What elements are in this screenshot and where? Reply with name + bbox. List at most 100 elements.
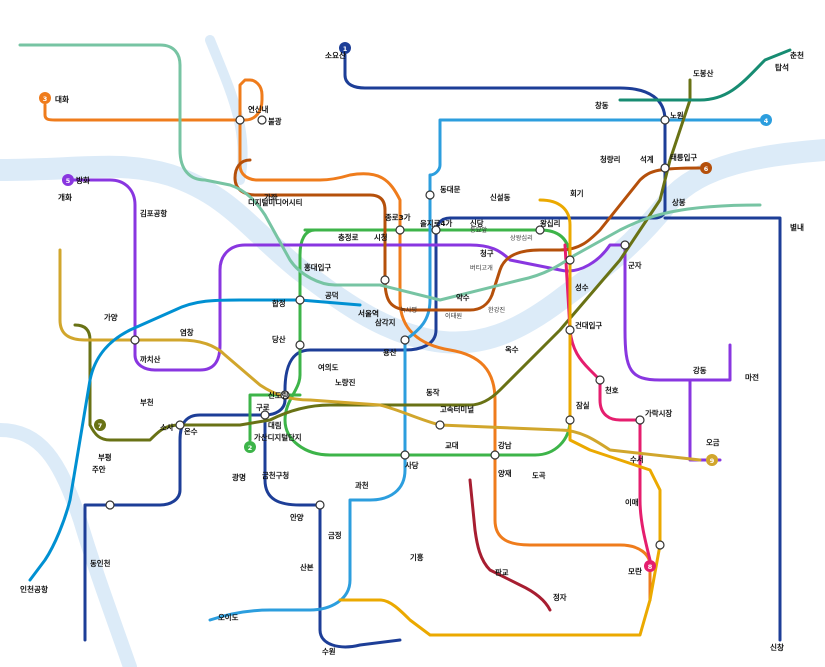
label-byeollae[interactable]: 별내 <box>790 222 804 232</box>
label-seoul-main[interactable]: 서울역 <box>358 308 379 318</box>
label-guro[interactable]: 구로 <box>256 403 270 412</box>
label-daehwa[interactable]: 대화 <box>55 94 69 104</box>
label-kkachisan[interactable]: 까치산 <box>140 355 161 364</box>
label-konkuk[interactable]: 건대입구 <box>575 321 602 330</box>
gyeongchun-path[interactable] <box>618 48 792 102</box>
line5-east[interactable] <box>658 378 722 462</box>
label-oksu[interactable]: 옥수 <box>505 345 519 354</box>
label-gwacheon[interactable]: 과천 <box>355 481 369 490</box>
label-sangwangsimni[interactable]: 상왕십리 <box>510 234 533 242</box>
label-jongno3ga[interactable]: 종로3가 <box>385 213 411 222</box>
label-cheongnyangni[interactable]: 청량리 <box>600 155 620 164</box>
label-dangsan[interactable]: 당산 <box>272 335 286 344</box>
label-sinseol[interactable]: 신설동 <box>490 193 511 202</box>
line1-path[interactable] <box>83 53 667 642</box>
label-gaehwa[interactable]: 개화 <box>58 192 72 202</box>
label-chuncheon[interactable]: 춘천 <box>790 50 804 60</box>
label-eulji4ga[interactable]: 을지로4가 <box>420 219 453 228</box>
label-geumcheon[interactable]: 금천구청 <box>262 471 289 480</box>
label-samgakji[interactable]: 삼각지 <box>375 318 395 327</box>
label-sosa[interactable]: 소사 <box>160 423 174 432</box>
label-sindorim[interactable]: 신도림 <box>268 391 288 400</box>
label-nowon[interactable]: 노원 <box>670 111 684 120</box>
label-imae[interactable]: 이매 <box>625 498 639 507</box>
label-pangyo[interactable]: 판교 <box>495 568 509 577</box>
label-chang-dong[interactable]: 창동 <box>595 101 609 110</box>
line3-path[interactable] <box>43 78 652 602</box>
label-jamsil[interactable]: 잠실 <box>576 401 590 410</box>
label-hapjeong[interactable]: 합정 <box>272 299 286 308</box>
label-oido[interactable]: 오이도 <box>218 613 239 622</box>
label-yeouido[interactable]: 여의도 <box>318 363 339 372</box>
label-soyosan[interactable]: 소요산 <box>325 50 346 60</box>
label-yaksu[interactable]: 약수 <box>456 293 470 302</box>
label-seokgye[interactable]: 석계 <box>640 155 654 164</box>
label-onsu[interactable]: 온수 <box>184 427 198 436</box>
label-gimpo-airport[interactable]: 김포공항 <box>140 209 167 218</box>
line9-path[interactable] <box>58 248 702 462</box>
label-dongincheon[interactable]: 동인천 <box>90 559 111 568</box>
label-dogok[interactable]: 도곡 <box>532 471 546 480</box>
label-cheonho[interactable]: 천호 <box>605 386 619 395</box>
label-gangdong[interactable]: 강동 <box>693 366 707 375</box>
label-gasan[interactable]: 가산디지털단지 <box>254 433 302 442</box>
label-sinchang[interactable]: 신창 <box>770 642 784 652</box>
label-suwon[interactable]: 수원 <box>322 647 336 656</box>
shinbundang-path[interactable] <box>468 478 552 612</box>
label-yangjae[interactable]: 양재 <box>498 469 512 478</box>
label-hoegi[interactable]: 회기 <box>570 189 584 198</box>
label-anyang[interactable]: 안양 <box>290 513 304 522</box>
label-ogeum[interactable]: 오금 <box>706 438 720 447</box>
label-juan[interactable]: 주안 <box>92 465 106 474</box>
line1-east[interactable] <box>663 216 782 642</box>
line8-path[interactable] <box>563 243 652 562</box>
label-seongsu[interactable]: 성수 <box>575 283 589 292</box>
label-gajwa[interactable]: 가좌 <box>264 193 278 202</box>
label-majeon[interactable]: 마전 <box>745 372 759 382</box>
label-incheon-airport[interactable]: 인천공항 <box>20 584 48 594</box>
label-daerim[interactable]: 대림 <box>268 421 282 430</box>
line4-path[interactable] <box>208 118 762 622</box>
label-tapseok[interactable]: 탑석 <box>775 62 789 72</box>
label-hongik[interactable]: 홍대입구 <box>304 263 331 272</box>
label-suseo[interactable]: 수서 <box>630 455 644 464</box>
label-itaewon[interactable]: 이태원 <box>445 312 462 320</box>
label-express-terminal[interactable]: 고속터미널 <box>440 405 474 414</box>
label-garak[interactable]: 가락시장 <box>645 409 672 418</box>
label-taereung[interactable]: 태릉입구 <box>670 153 697 162</box>
label-noksapyeong[interactable]: 녹사평 <box>400 306 417 314</box>
label-dobongsan[interactable]: 도봉산 <box>693 69 714 78</box>
label-gyodae[interactable]: 교대 <box>445 441 459 450</box>
label-city-hall[interactable]: 시청 <box>374 233 388 242</box>
label-gunja[interactable]: 군자 <box>628 261 642 270</box>
line5-path[interactable] <box>68 178 732 382</box>
label-sindang[interactable]: 신당 <box>470 219 484 228</box>
label-giheung[interactable]: 기흥 <box>410 553 424 562</box>
label-sanbon[interactable]: 산본 <box>300 563 314 572</box>
label-gangnam[interactable]: 강남 <box>498 441 512 450</box>
label-moran[interactable]: 모란 <box>628 566 642 576</box>
label-sadang[interactable]: 사당 <box>405 461 419 470</box>
label-hangangjin[interactable]: 한강진 <box>488 306 505 314</box>
label-gongdeok[interactable]: 공덕 <box>325 291 339 300</box>
label-yeomchang[interactable]: 염창 <box>180 328 194 337</box>
label-digital-media[interactable]: 디지털미디어시티 <box>248 198 302 207</box>
label-jeongja[interactable]: 정자 <box>553 593 567 602</box>
gyeongui-path[interactable] <box>18 43 762 302</box>
label-bucheon[interactable]: 부천 <box>140 398 154 407</box>
label-dongmyo[interactable]: 동묘앞 <box>470 226 487 234</box>
label-yeonsinnae[interactable]: 연신내 <box>248 105 269 114</box>
label-gayang[interactable]: 가양 <box>104 313 118 322</box>
label-dongdaemun[interactable]: 동대문 <box>440 185 461 194</box>
label-wangsimni[interactable]: 왕십리 <box>540 219 560 228</box>
label-bulgwang[interactable]: 불광 <box>268 117 282 126</box>
label-gwangmyeong[interactable]: 광명 <box>232 472 246 482</box>
label-noryangjin[interactable]: 노량진 <box>335 378 356 387</box>
label-sangbong[interactable]: 상봉 <box>672 198 686 207</box>
label-chungjeongno[interactable]: 충정로 <box>338 233 359 242</box>
label-beotigogae[interactable]: 버티고개 <box>470 264 493 272</box>
label-bupyeong[interactable]: 부평 <box>98 453 112 462</box>
label-yongsan[interactable]: 용산 <box>383 348 397 357</box>
arex-path[interactable] <box>28 298 362 582</box>
label-dongjak[interactable]: 동작 <box>426 388 440 397</box>
